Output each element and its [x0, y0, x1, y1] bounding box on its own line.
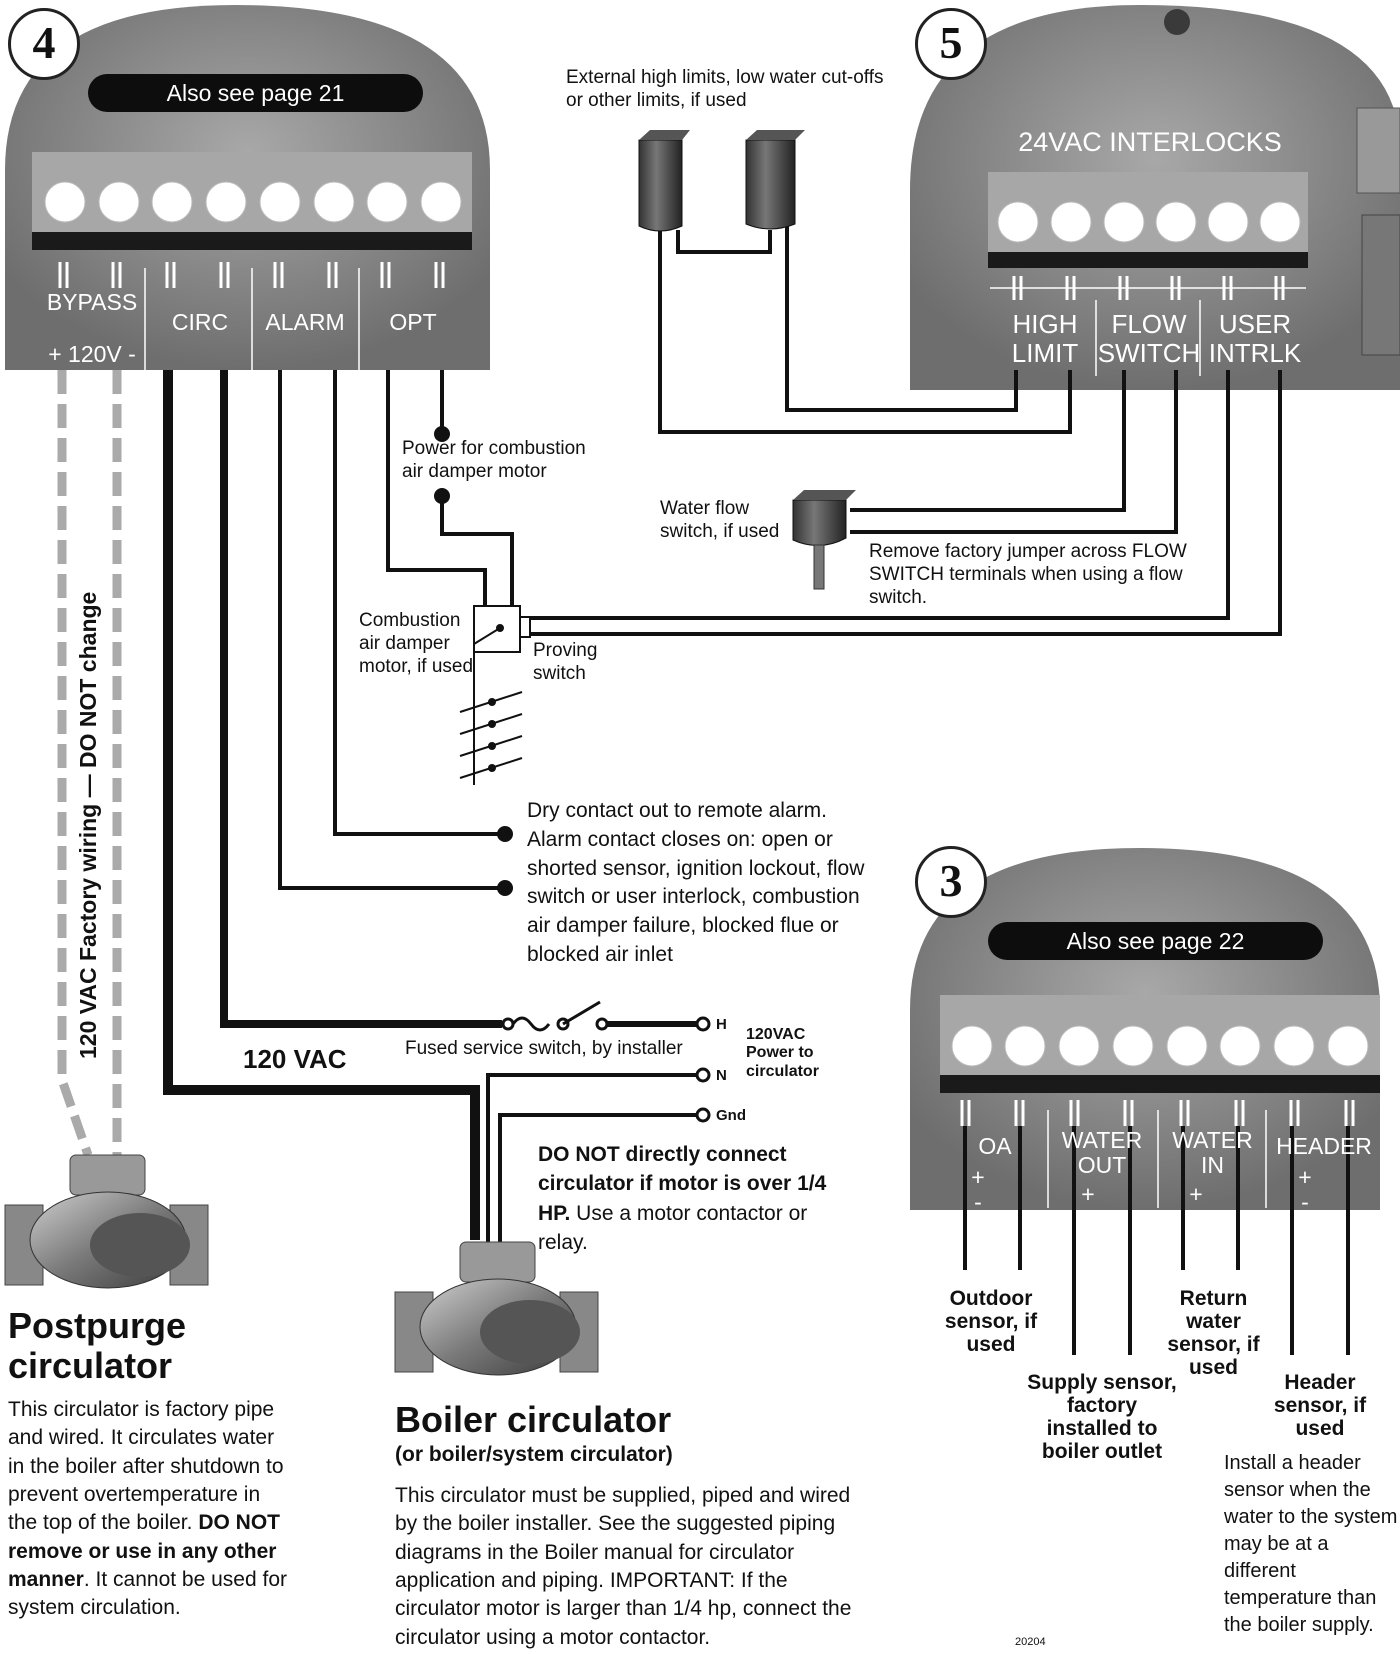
motor-warning: DO NOT directly connect circulator if mo…: [538, 1140, 848, 1258]
bypass-label: BYPASS: [46, 289, 138, 315]
step-number-5: 5: [915, 8, 987, 80]
field-wires: [163, 218, 1350, 1355]
wire-dots: [434, 426, 513, 896]
boiler-circulator-subtitle: (or boiler/system circulator): [395, 1443, 673, 1466]
opt-label: OPT: [389, 309, 437, 335]
combustion-damper-symbol: [459, 605, 531, 785]
motor-warning-rest: Use a motor contactor or relay.: [538, 1201, 808, 1255]
water-in-polarity: + -: [1189, 1181, 1237, 1233]
water-out-label: WATER OUT: [1061, 1127, 1143, 1179]
vac-120-label: 120 VAC: [243, 1044, 347, 1074]
external-limit-devices: [638, 130, 805, 232]
combustion-damper-note: Combustion air damper motor, if used: [359, 610, 474, 677]
postpurge-body-end: . It cannot be used for system circulati…: [8, 1568, 287, 1620]
header-sensor-label: Header sensor, if used: [1273, 1371, 1367, 1441]
water-flow-note: Water flow switch, if used: [660, 498, 780, 542]
n-terminal: N: [716, 1067, 727, 1084]
postpurge-title: Postpurge circulator: [8, 1305, 187, 1386]
step-number-3: 3: [915, 846, 987, 918]
factory-wiring-label: 120 VAC Factory wiring — DO NOT change: [75, 591, 101, 1059]
fused-service-switch: [501, 1000, 711, 1123]
bypass-polarity-label: + 120V -: [48, 341, 136, 367]
alarm-contact-note: Dry contact out to remote alarm. Alarm c…: [527, 799, 865, 966]
postpurge-pump: [4, 1154, 209, 1289]
interlocks-header: 24VAC INTERLOCKS: [1018, 127, 1282, 157]
jumper-note: Remove factory jumper across FLOW SWITCH…: [869, 541, 1187, 608]
see-page-22-badge: Also see page 22: [988, 922, 1323, 960]
header-polarity: + -: [1298, 1164, 1346, 1216]
water-flow-switch-device: [792, 490, 856, 590]
postpurge-body-plain: This circulator is factory pipe and wire…: [8, 1398, 284, 1535]
water-out-polarity: + -: [1081, 1181, 1129, 1233]
external-limits-note: External high limits, low water cut-offs…: [566, 67, 884, 111]
water-in-label: WATER IN: [1172, 1127, 1253, 1179]
header-sensor-note: Install a header sensor when the water t…: [1224, 1452, 1398, 1636]
boiler-pump: [394, 1241, 599, 1376]
power-combustion-note: Power for combustion air damper motor: [402, 438, 586, 482]
alarm-label: ALARM: [265, 309, 345, 335]
proving-switch-note: Proving switch: [533, 640, 598, 684]
fused-switch-note: Fused service switch, by installer: [405, 1038, 683, 1059]
circ-label: CIRC: [171, 309, 229, 335]
postpurge-body-bold: DO NOT remove or use in any other manner: [8, 1511, 280, 1592]
outdoor-sensor-label: Outdoor sensor, if used: [944, 1287, 1038, 1357]
oa-label: OA: [978, 1133, 1012, 1159]
supply-sensor-label: Supply sensor, factory installed to boil…: [1027, 1371, 1177, 1464]
boiler-circulator-body: This circulator must be supplied, piped …: [395, 1484, 852, 1649]
high-limit-label: HIGH LIMIT: [1011, 309, 1079, 368]
h-terminal: H: [716, 1016, 727, 1033]
factory-wires: [57, 370, 122, 1157]
gnd-terminal: Gnd: [716, 1107, 746, 1124]
step-number-4: 4: [8, 8, 80, 80]
flow-switch-label: FLOW SWITCH: [1097, 309, 1201, 368]
power-to-circulator-note: 120VAC Power to circulator: [746, 1026, 819, 1080]
boiler-circulator-title: Boiler circulator: [395, 1399, 672, 1440]
panel5-control-board: [910, 5, 1400, 390]
oa-polarity: + -: [971, 1164, 1019, 1216]
motor-warning-bold: DO NOT directly connect circulator if mo…: [538, 1143, 827, 1225]
user-intrlk-label: USER INTRLK: [1208, 309, 1302, 368]
postpurge-body: This circulator is factory pipe and wire…: [8, 1396, 293, 1623]
document-number: 20204: [1015, 1636, 1046, 1648]
header-label: HEADER: [1276, 1133, 1372, 1159]
see-page-21-badge: Also see page 21: [88, 74, 423, 112]
return-sensor-label: Return water sensor, if used: [1167, 1287, 1260, 1380]
